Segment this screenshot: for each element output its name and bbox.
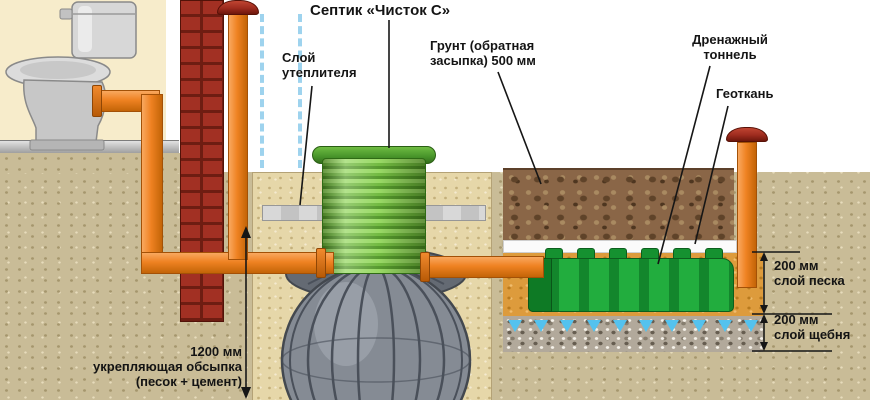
drain-arrow-icon [612,320,627,332]
septic-tank-illustration [280,247,472,400]
label-reinforce: 1200 мм укрепляющая обсыпка (песок + цем… [93,344,242,390]
pipe-outlet-horizontal [424,256,544,278]
label-tunnel: Дренажный тоннель [692,32,768,63]
drain-arrow-icon [691,320,706,332]
drain-arrow-icon [508,320,522,332]
vent-cap-house [217,0,259,15]
pipe-collar [92,85,102,117]
soil-backfill-layer [503,168,734,242]
label-insulation: Слой утеплителя [282,50,357,81]
toilet-base [29,139,105,151]
septic-neck [322,158,426,274]
drain-arrow-icon [665,320,680,332]
drain-arrow-icon [743,320,758,332]
pipe-house-riser [141,94,163,268]
toilet-illustration [5,1,137,151]
vent-riser-house [228,10,248,260]
drain-arrow-icon [717,320,732,332]
vent-riser-tunnel [737,142,757,288]
depth-dash-line [260,14,264,168]
drain-arrow-icon [639,320,654,332]
flush-button [59,8,73,20]
label-backfill: Грунт (обратная засыпка) 500 мм [430,38,536,69]
outlet-flange [420,252,430,282]
drainage-tunnel [528,258,734,312]
label-septic-title: Септик «Чисток С» [310,2,451,19]
label-sand-layer: 200 мм слой песка [774,258,845,289]
drain-arrow-icon [560,320,575,332]
label-gravel-layer: 200 мм слой щебня [774,312,851,343]
inlet-flange [316,248,326,278]
drain-arrow-icon [586,320,601,332]
drain-arrows [508,320,758,332]
drain-arrow-icon [534,320,549,332]
label-geotextile: Геоткань [716,86,774,101]
vent-cap-tunnel [726,127,768,142]
ground-left [0,153,180,173]
depth-dash-line [298,14,302,168]
